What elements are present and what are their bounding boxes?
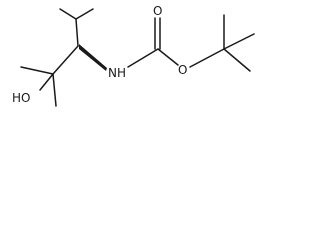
label-carbonyl-oxygen: O <box>153 4 162 18</box>
bond-carbinol-methyl-down <box>52 73 57 107</box>
bond-stereocenter-to-carbinol <box>52 45 79 75</box>
bond-ester-oxygen-to-tbutyl <box>189 48 225 68</box>
bond-tbutyl-methyl-right <box>223 33 255 50</box>
label-nh: NH <box>108 66 126 80</box>
bond-isopropyl-to-stereocenter <box>75 18 79 47</box>
bond-carbonyl-to-ester-oxygen <box>157 48 179 66</box>
structure-diagram: NH O O HO <box>12 4 255 107</box>
bond-tbutyl-methyl-down <box>223 48 251 72</box>
bond-carbinol-to-oh <box>39 73 54 91</box>
wedge-bond-to-nitrogen <box>79 44 107 71</box>
bond-nitrogen-to-carbonyl <box>127 48 159 68</box>
bond-isopropyl-left <box>59 8 77 20</box>
label-hydroxyl: HO <box>12 91 30 105</box>
bond-carbinol-methyl-left <box>20 66 54 75</box>
bond-isopropyl-right <box>75 8 94 20</box>
label-ester-oxygen: O <box>178 63 187 77</box>
